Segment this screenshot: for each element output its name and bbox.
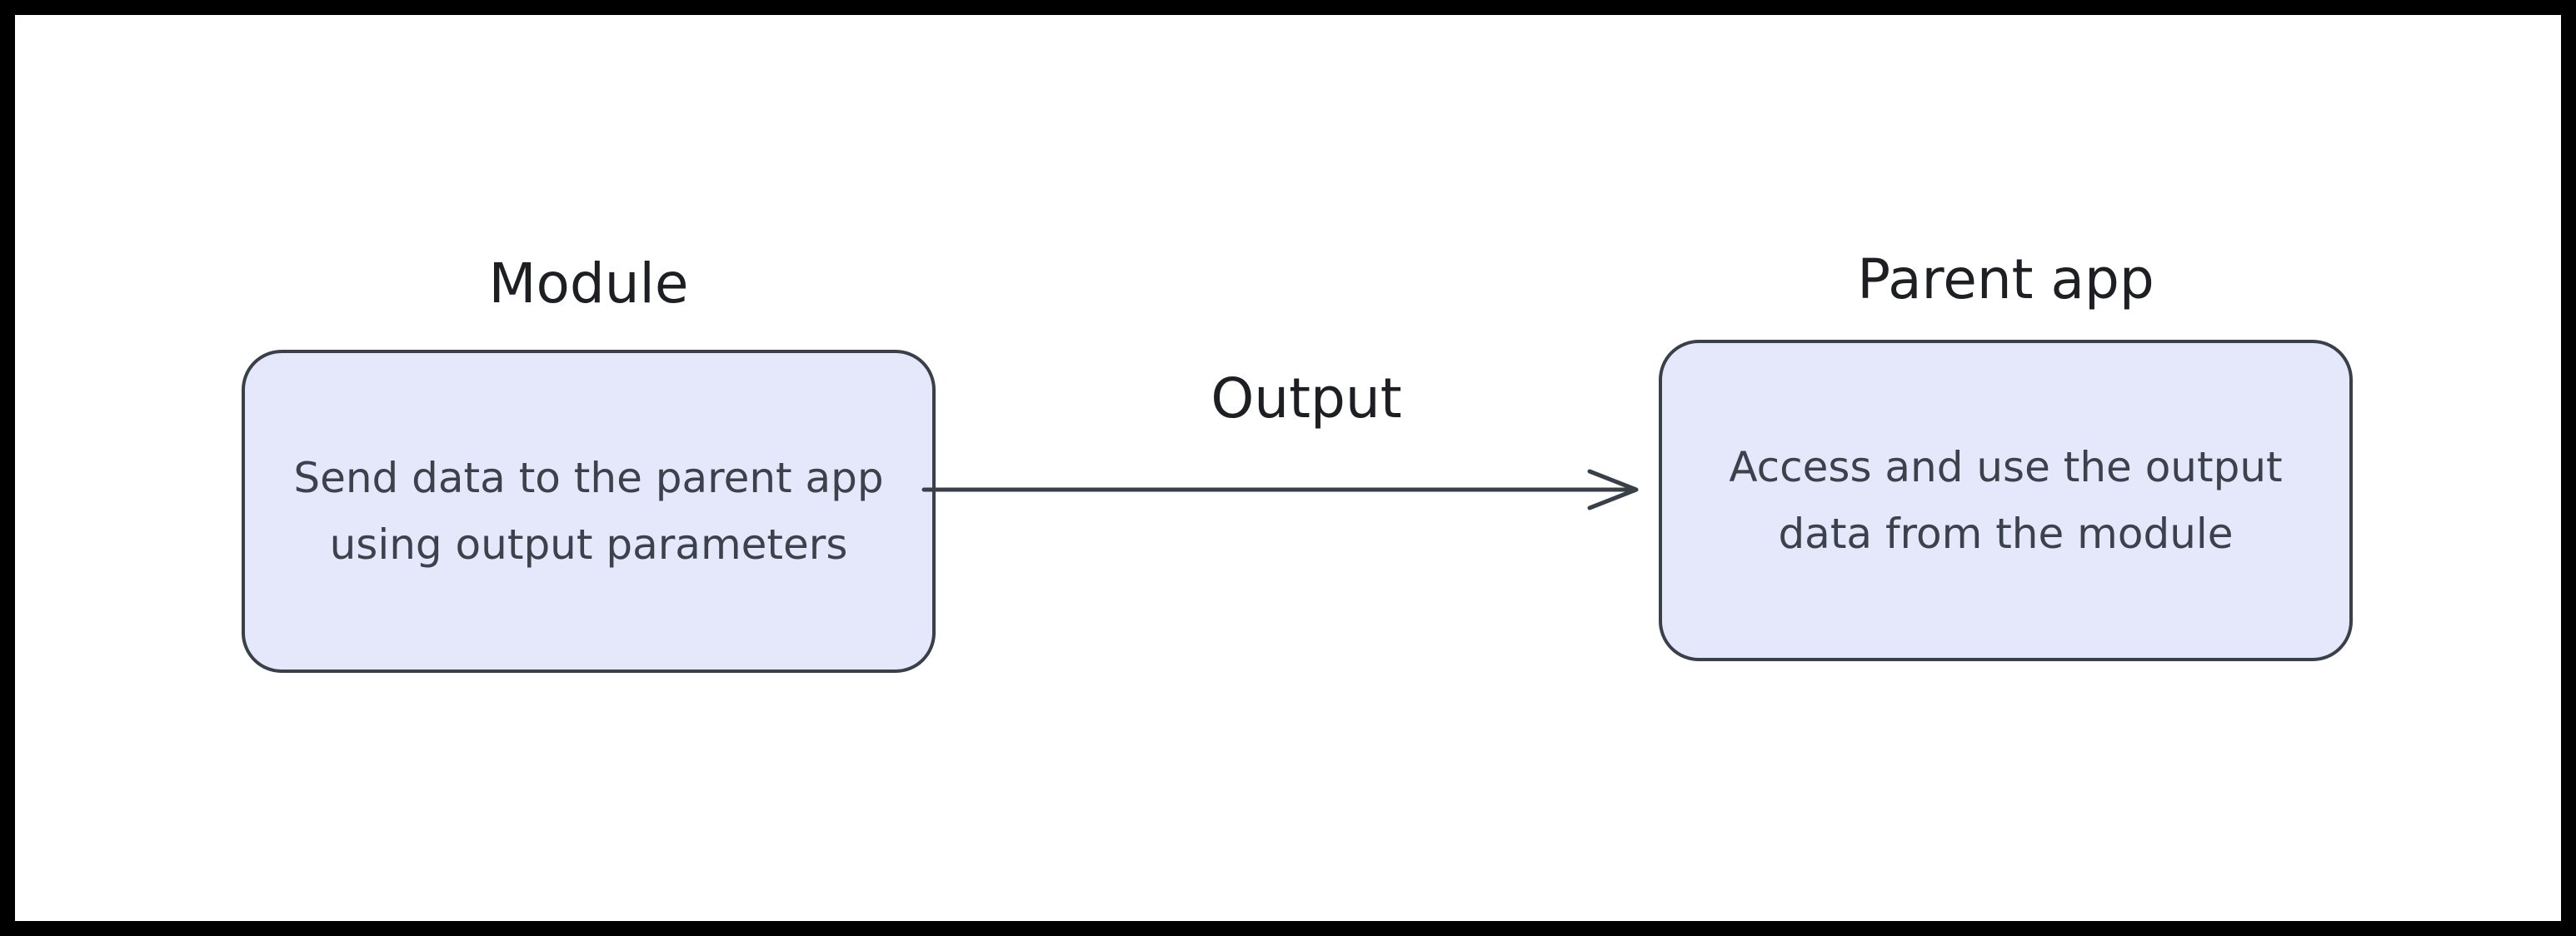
- parent-app-node-label-line-2: data from the module: [1778, 510, 2234, 558]
- parent-app-title: Parent app: [1857, 247, 2154, 311]
- module-node-label-line-1: Send data to the parent app: [293, 454, 884, 502]
- output-edge-label: Output: [1211, 366, 1402, 431]
- diagram-canvas: Module Send data to the parent app using…: [15, 15, 2561, 921]
- module-node-label: Send data to the parent app using output…: [293, 445, 883, 578]
- module-node-label-line-2: using output parameters: [329, 520, 848, 569]
- parent-app-node: Access and use the output data from the …: [1659, 340, 2353, 661]
- parent-app-node-label: Access and use the output data from the …: [1729, 434, 2282, 567]
- parent-app-node-label-line-1: Access and use the output: [1729, 443, 2283, 491]
- module-title: Module: [488, 251, 689, 316]
- module-node: Send data to the parent app using output…: [242, 350, 936, 673]
